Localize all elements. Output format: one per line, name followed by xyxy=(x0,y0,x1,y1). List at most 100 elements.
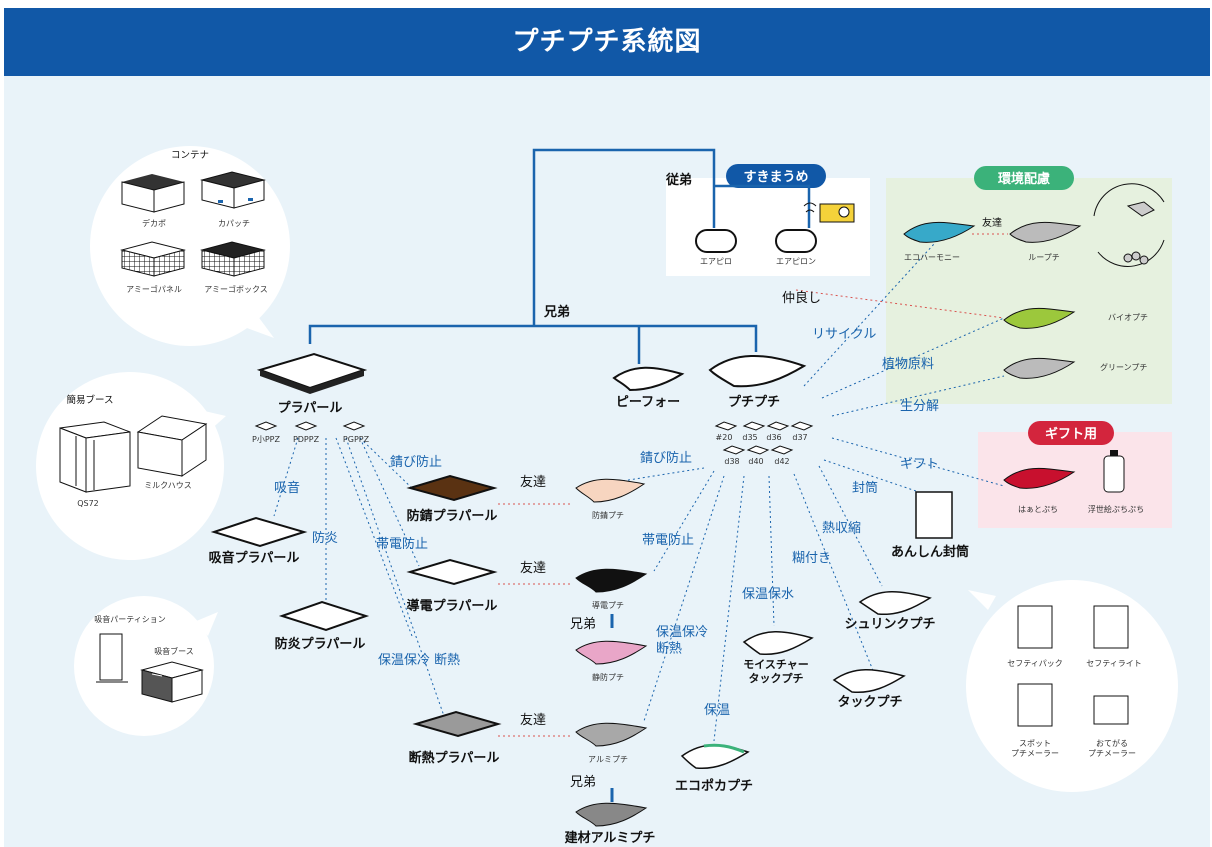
ppz-label-2: PGPPZ xyxy=(343,435,370,444)
qs72-icon xyxy=(59,421,131,493)
diagram-header: プチプチ系統図 xyxy=(4,8,1210,76)
size-3: d37 xyxy=(792,433,807,442)
safety-light-icon xyxy=(1093,605,1129,649)
norituki-label: 糊付き xyxy=(792,550,831,566)
envelope-bubble: セフティパック セフティライト スポットプチメーラー おてがるプチメーラー xyxy=(966,580,1178,792)
ecopoka-label: エコポカプチ xyxy=(675,778,753,794)
kankyo-badge: 環境配慮 xyxy=(998,171,1050,187)
size-4: d38 xyxy=(724,457,739,466)
kankyo-friend-label: 友達 xyxy=(982,216,1002,229)
nakayoshi-label: 仲良し xyxy=(782,290,821,306)
size-1: d35 xyxy=(742,433,757,442)
spot-mailer-label: スポットプチメーラー xyxy=(1011,739,1059,758)
purapearl-node: プラパール xyxy=(256,352,368,416)
diagram-title: プチプチ系統図 xyxy=(512,27,702,57)
doden-pp-label: 導電プラパール xyxy=(407,598,498,614)
dekapo-label: デカポ xyxy=(142,218,166,228)
container-bubble: コンテナ デカポ カパッチ アミーゴパネル アミーゴボックス xyxy=(90,146,290,346)
milkhouse-icon xyxy=(136,415,208,477)
amigo-box-label: アミーゴボックス xyxy=(204,284,268,294)
amigo-box-icon xyxy=(200,241,266,277)
dotted-connectors xyxy=(273,243,1005,742)
kyodai-small-2: 兄弟 xyxy=(570,775,596,790)
otegaru-mailer-label: おてがるプチメーラー xyxy=(1088,738,1136,758)
air-machine-icon xyxy=(803,202,855,223)
alumi-puchi-node: アルミプチ xyxy=(575,722,648,764)
tomodachi-3: 友達 xyxy=(520,712,546,728)
boen-label: 防炎 xyxy=(312,530,338,546)
ecopoka-node: エコポカプチ xyxy=(675,743,753,794)
size-0: #20 xyxy=(716,433,733,442)
tack-node: タックプチ xyxy=(832,669,906,710)
moisture-line-cont: タックプチ xyxy=(749,671,804,685)
green-puchi-label: グリーンプチ xyxy=(1100,362,1147,372)
sukimaume-badge: すきまうめ xyxy=(743,170,808,185)
milkhouse-label: ミルクハウス xyxy=(144,481,192,490)
kyodai-small-1: 兄弟 xyxy=(570,617,596,632)
hoon-horei-r-line1: 保温保冷 xyxy=(656,625,708,640)
seibunkai-label: 生分解 xyxy=(900,399,939,414)
bousei-pp-label: 防錆プラパール xyxy=(407,508,498,524)
moisture-node: モイスチャータックプチ xyxy=(742,631,814,685)
eco-harmony-node: エコハーモニー xyxy=(903,221,976,262)
gift-rel-label: ギフト xyxy=(900,457,939,472)
juutei-label: 従弟 xyxy=(665,172,692,188)
kapatch-label: カパッチ xyxy=(218,219,250,228)
hoon-horei-l-label: 保温保冷 断熱 xyxy=(378,653,460,668)
ppz-label-1: PDPPZ xyxy=(293,435,320,444)
bio-puchi-label: バイオプチ xyxy=(1108,313,1148,322)
tomodachi-2: 友達 xyxy=(520,560,546,576)
partition-title: 吸音パーティション xyxy=(94,614,166,624)
loop-puchi-node: ループチ xyxy=(1009,183,1165,267)
moisture-label: モイスチャータックプチ xyxy=(743,658,809,685)
dannetsu-pp-label: 断熱プラパール xyxy=(409,750,500,766)
otegaru-mailer-line: おてがる xyxy=(1096,738,1128,748)
purapearl-label: プラパール xyxy=(278,401,343,416)
puchipuchi-label: プチプチ xyxy=(728,395,780,410)
anshin-node: あんしん封筒 xyxy=(891,491,969,560)
ukiyoe-puchi-label: 浮世絵ぷちぷち xyxy=(1088,504,1144,514)
amigo-panel-label: アミーゴパネル xyxy=(126,284,182,294)
recycle-cycle-icon xyxy=(1093,183,1165,267)
hoon-label: 保温 xyxy=(704,703,730,718)
partition-sub: 吸音ブース xyxy=(154,646,194,656)
futou-label: 封筒 xyxy=(852,480,878,496)
recycle-label: リサイクル xyxy=(812,327,876,342)
partition-icon xyxy=(96,633,128,683)
puchi-sizes: #20 d35 d36 d37 d38 d40 d42 xyxy=(714,421,814,466)
kyodai-label: 兄弟 xyxy=(543,304,570,320)
safety-pack-label: セフティパック xyxy=(1007,659,1063,668)
hoon-horei-r-label: 保温保冷断熱 xyxy=(656,625,708,656)
amigo-panel-icon xyxy=(120,241,186,277)
otegaru-mailer-line-cont: プチメーラー xyxy=(1088,749,1136,758)
eco-harmony-label: エコハーモニー xyxy=(904,253,960,262)
heart-puchi-label: はぁとぷち xyxy=(1018,505,1058,514)
bousei-puchi-label: 防錆プチ xyxy=(592,510,624,520)
tack-label: タックプチ xyxy=(837,695,902,710)
sukimaume-panel: すきまうめ xyxy=(666,164,870,276)
seiden-puchi-label: 静防プチ xyxy=(592,672,624,682)
kyuon-pp-label: 吸音プラパール xyxy=(209,550,300,566)
boen-pp-label: 防炎プラパール xyxy=(275,636,366,652)
dannetsu-pp-node: 断熱プラパール xyxy=(409,710,502,766)
size-6: d42 xyxy=(774,457,789,466)
sabi-r-label: 錆び防止 xyxy=(640,450,692,466)
family-tree-lines xyxy=(308,148,811,364)
hoon-horei-r-line1-cont: 断熱 xyxy=(656,641,682,656)
air-pillow-node: エアピロ xyxy=(695,229,737,266)
diagram-canvas: すきまうめ 環境配慮 ギフト用 兄弟 従弟 xyxy=(4,76,1210,847)
anshin-label: あんしん封筒 xyxy=(891,544,969,560)
kapatch-icon xyxy=(200,171,266,209)
shokubutsu-label: 植物原料 xyxy=(882,357,934,372)
alumi-puchi-label: アルミプチ xyxy=(588,755,628,764)
ppz-nodes: P小PPZ PDPPZ PGPPZ xyxy=(252,421,370,444)
kankyo-panel: 環境配慮 xyxy=(886,166,1172,404)
ukiyoe-puchi-node: 浮世絵ぷちぷち xyxy=(1088,450,1144,514)
kenzai-alumi-node: 建材アルミプチ xyxy=(565,802,655,846)
piffo-node: ピーフォー xyxy=(612,366,685,410)
netsu-label: 熱収縮 xyxy=(822,520,861,536)
partition-bubble: 吸音パーティション 吸音ブース xyxy=(74,596,218,736)
doden-puchi-label: 導電プチ xyxy=(592,600,624,610)
bousei-puchi-node: 防錆プチ xyxy=(575,478,646,520)
taiden-l-label: 帯電防止 xyxy=(376,536,428,552)
